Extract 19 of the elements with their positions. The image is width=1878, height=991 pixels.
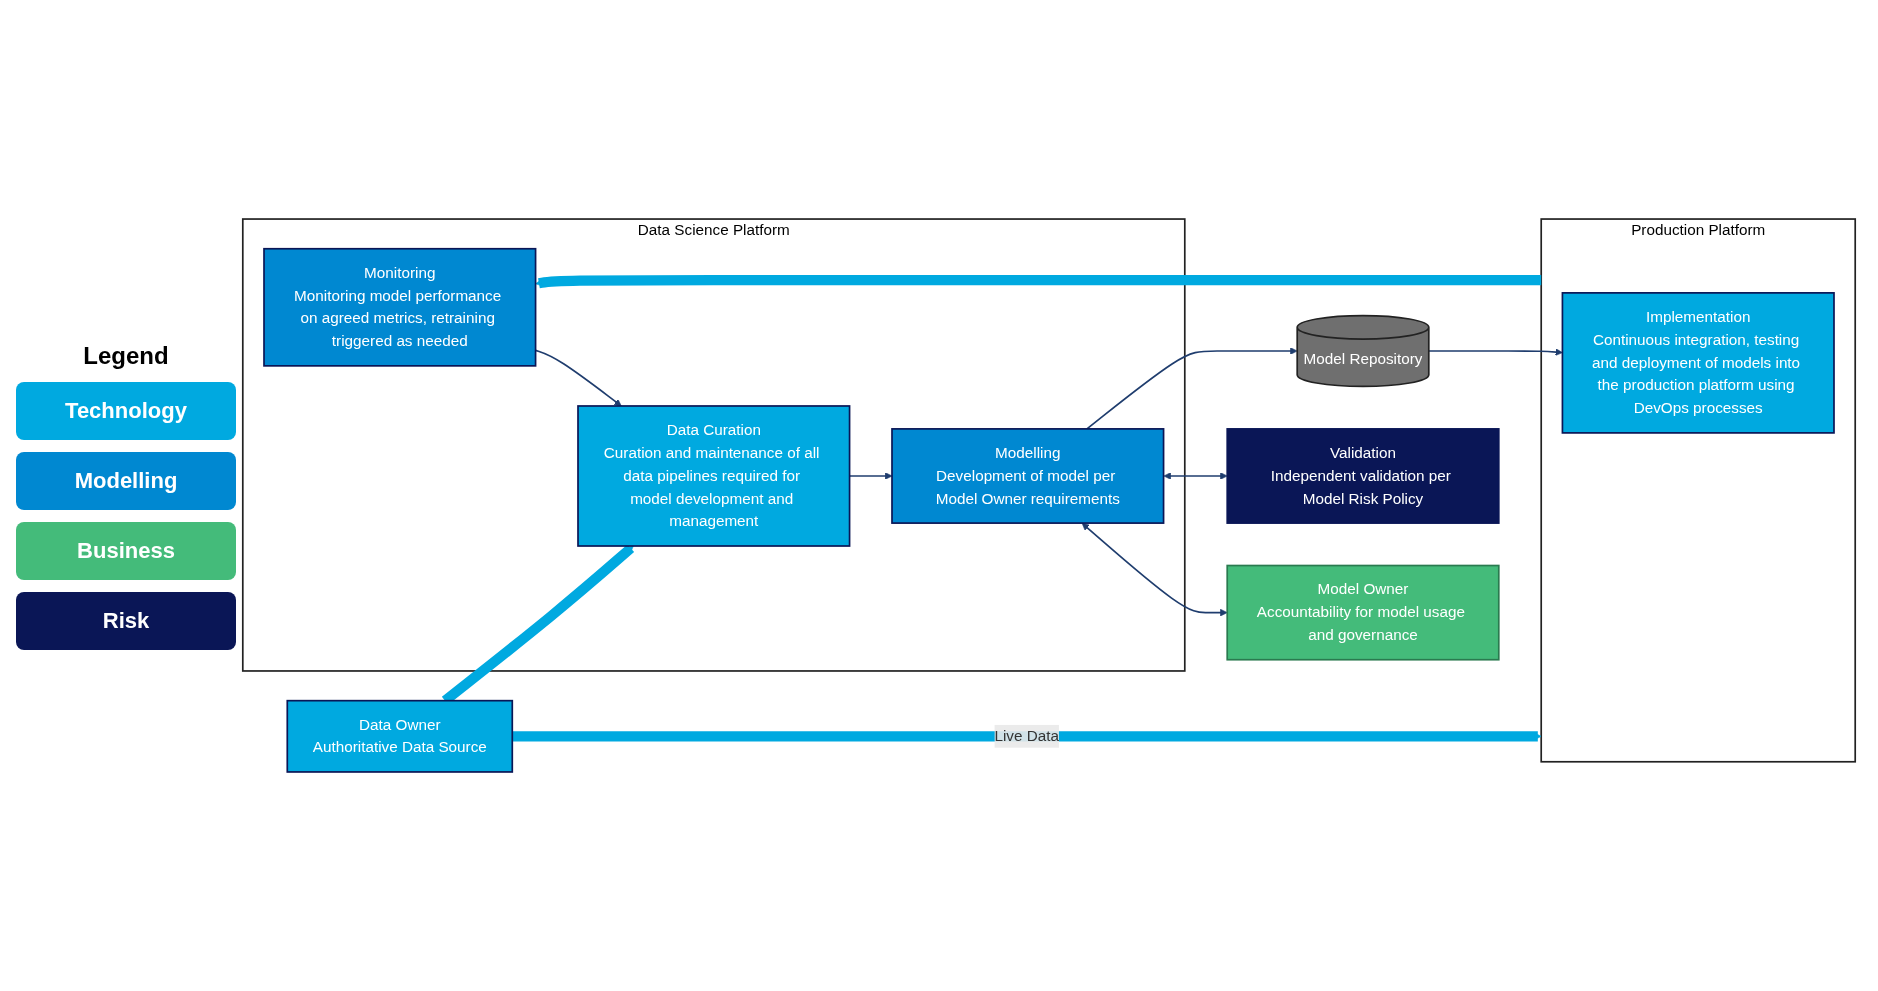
node-box: Monitoring Monitoring model performance on agreed metrics, retraining triggered as needed — [263, 247, 537, 367]
legend-swatch: Risk — [16, 591, 236, 650]
arrow — [1427, 348, 1563, 356]
edge-label: Live Data — [994, 727, 1060, 745]
node-box: Data Curation Curation and maintenance of all data pipelines required for model development and management — [577, 405, 851, 547]
arrow — [535, 275, 1543, 289]
legend-title: Legend — [82, 341, 170, 370]
arrow — [1163, 472, 1228, 480]
node-box: Data Owner Authoritative Data Source — [286, 699, 514, 773]
legend-swatch: Business — [16, 521, 236, 580]
legend-swatch: Technology — [16, 381, 236, 440]
node-box: Modelling Development of model per Model Owner requirements — [891, 428, 1165, 524]
node-box: Model Owner Accountability for model usage and governance — [1226, 564, 1500, 661]
arrow — [512, 731, 1542, 742]
node-box: Implementation Continuous integration, testing and deployment of models into the production platform using DevOps processes — [1561, 292, 1835, 434]
node-box: Validation Independent validation per Model Risk Policy — [1226, 428, 1500, 524]
arrow — [1081, 522, 1228, 617]
arrow — [1086, 347, 1298, 430]
legend-swatch: Modelling — [16, 451, 236, 510]
